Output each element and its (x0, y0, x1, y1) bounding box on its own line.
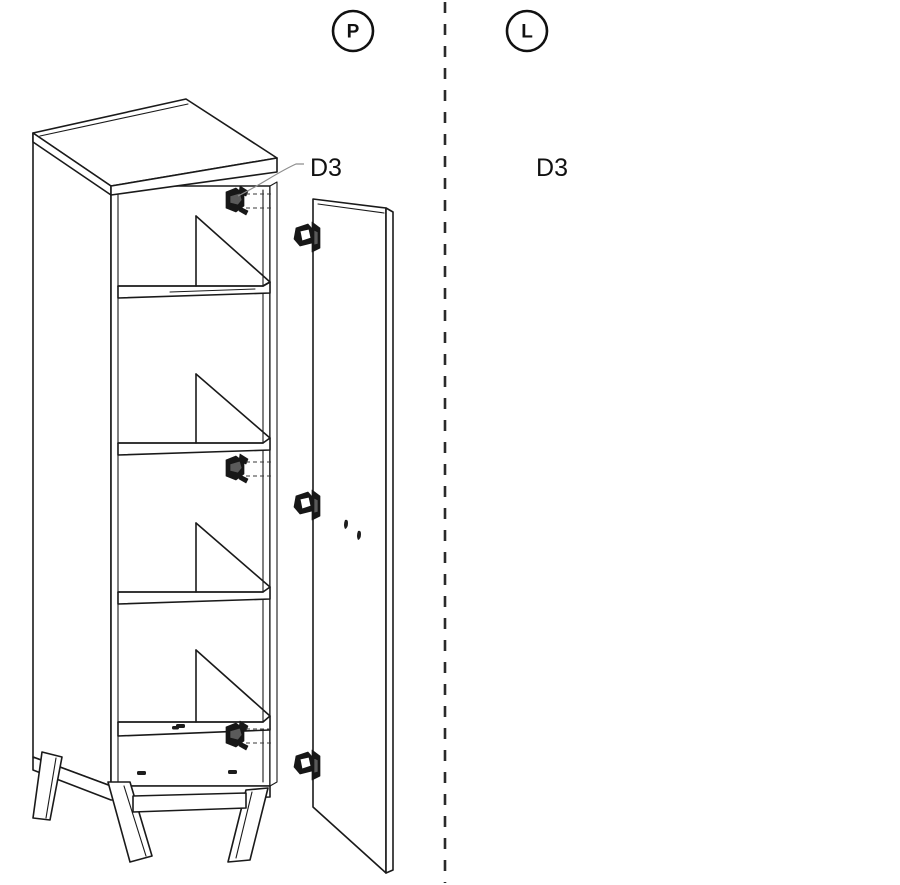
top-panel-front-edge (110, 157, 278, 196)
leg-front-left (107, 781, 153, 863)
dowel-peg (228, 770, 237, 774)
door-edge-band (385, 207, 394, 874)
variant-badge-p: P (331, 9, 375, 53)
hinge-mounting-plate (225, 720, 249, 751)
variant-badge-l: L (505, 9, 549, 53)
shelf-2-diagonal (195, 373, 271, 439)
leg-front-left-highlight (123, 785, 147, 857)
door-hinge-arm (293, 749, 321, 781)
door-front-face (312, 198, 387, 874)
badge-label-l: L (521, 22, 533, 43)
cabinet-carcass-p (32, 98, 278, 801)
part-label-d3-p: D3 (310, 154, 342, 182)
leg-front-right (227, 787, 269, 863)
leg-back-left (32, 751, 63, 821)
leg-front-right-highlight (235, 791, 253, 859)
badge-circle-l (505, 9, 549, 53)
door-panel-p (312, 198, 394, 874)
part-label-d3-l: D3 (536, 154, 568, 182)
dowel-peg (172, 726, 179, 730)
d3-leader-line (237, 163, 304, 197)
left-side-panel (32, 132, 112, 787)
leg-back-left-highlight (45, 757, 57, 819)
door-hinge-arm (293, 221, 321, 253)
variant-group-right-hand: D3 (32, 98, 394, 874)
leg-stretcher-rail (132, 792, 247, 813)
top-panel-bevel (39, 103, 189, 137)
door-top-bevel (317, 203, 385, 214)
badge-circle-p (331, 9, 375, 53)
carcass-front-opening (110, 185, 271, 787)
handle-hole-mark (357, 530, 361, 540)
hinge-mounting-plate (225, 453, 249, 484)
handle-hole-mark (344, 519, 348, 529)
shelf-3-diagonal (195, 522, 271, 588)
shelf-1-front-line (169, 288, 256, 293)
shelf-1-diagonal (195, 215, 271, 283)
badge-label-p: P (347, 22, 360, 43)
dowel-peg (137, 771, 146, 775)
cabinet-legs-p (32, 751, 269, 863)
hinge-mounting-plate (225, 185, 249, 216)
mounting-plate-group-p (225, 185, 272, 751)
door-hinge-arm (293, 489, 321, 521)
bottom-panel-diagonal (195, 649, 271, 717)
shelf-1-right-edge (262, 281, 271, 287)
right-side-board-edge (269, 181, 278, 787)
